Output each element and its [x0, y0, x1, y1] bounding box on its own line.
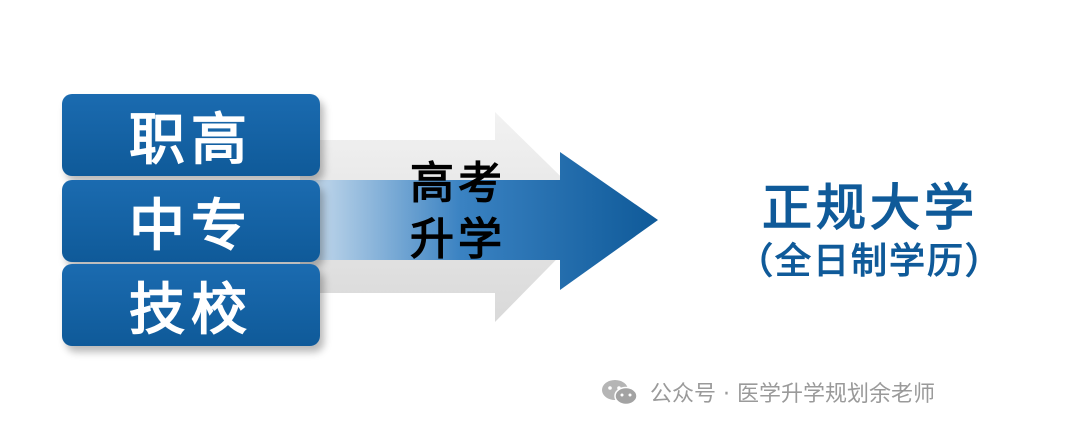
box-label-1: 职高: [129, 107, 253, 173]
destination-title: 正规大学: [762, 179, 978, 237]
watermark: 公众号 · 医学升学规划余老师: [600, 375, 935, 409]
box-technical-secondary: 中专: [62, 180, 320, 262]
box-label-3: 技校: [129, 277, 253, 343]
wechat-icon: [600, 377, 640, 407]
watermark-text: 公众号 · 医学升学规划余老师: [650, 382, 935, 407]
box-technical-school: 技校: [62, 264, 320, 346]
middle-label-line2: 升学: [410, 214, 506, 265]
box-vocational-high: 职高: [62, 94, 320, 176]
blue-arrow: [300, 152, 658, 290]
destination-subtitle: （全日制学历）: [736, 241, 1003, 282]
box-label-2: 中专: [129, 193, 253, 259]
middle-label-line1: 高考: [410, 158, 506, 209]
